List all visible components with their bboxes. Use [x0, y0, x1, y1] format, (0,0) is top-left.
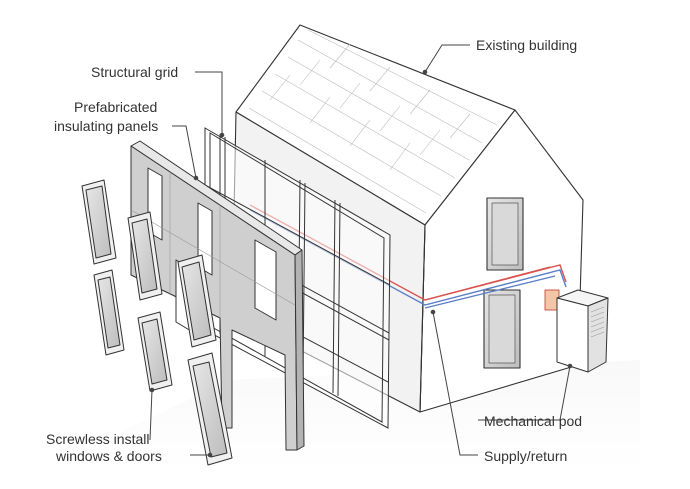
- label-mechanical-pod: Mechanical pod: [484, 413, 583, 429]
- insulating-panels: [130, 140, 305, 451]
- leader-structural-grid: [195, 71, 223, 135]
- screwless-windows-doors: [81, 179, 233, 466]
- window-5: [177, 254, 217, 348]
- label-prefab-line2: insulating panels: [54, 118, 159, 134]
- label-screwless-line1: Screwless install: [46, 431, 150, 447]
- leader-supply-return: [432, 311, 478, 456]
- leader-mechanical-pod: [478, 365, 571, 421]
- label-existing-building: Existing building: [476, 37, 578, 53]
- label-supply-return: Supply/return: [484, 448, 568, 464]
- leader-existing-building: [424, 44, 470, 73]
- label-screwless-line2: windows & doors: [56, 448, 162, 464]
- leader-lines: [149, 44, 573, 458]
- mechanical-pod: [556, 289, 609, 373]
- leader-insulating-panels: [172, 125, 197, 179]
- window-1: [81, 179, 117, 265]
- window-3: [127, 211, 163, 301]
- label-prefab-line1: Prefabricated: [74, 99, 158, 115]
- door: [187, 352, 233, 466]
- window-4: [137, 311, 173, 392]
- label-structural-grid: Structural grid: [91, 64, 179, 80]
- leader-screwless: [149, 389, 153, 441]
- roof-shingle-lines: [248, 29, 498, 214]
- window-2: [93, 269, 125, 356]
